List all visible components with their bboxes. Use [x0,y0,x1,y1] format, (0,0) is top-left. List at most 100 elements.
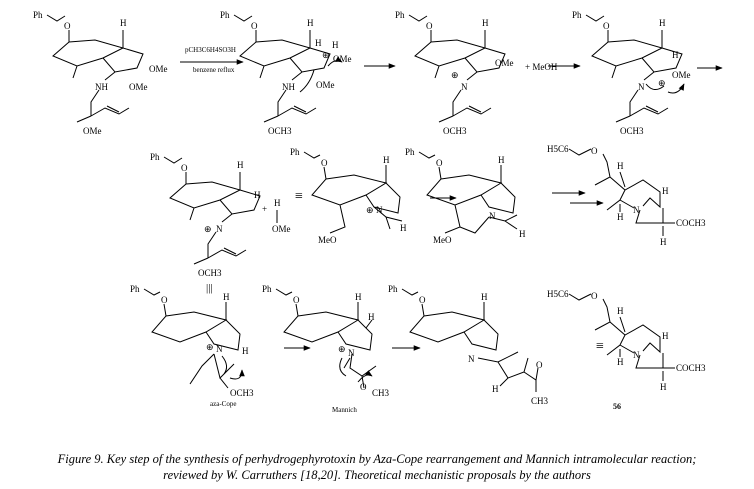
oxygen-label: O [360,382,367,392]
molecule-6-iminium-conformer: Ph O H MeO ⊕ N H [290,147,407,245]
molecule-skeleton [46,14,144,123]
methoxy-label: OMe [83,126,102,136]
methoxy-label: OMe [129,82,148,92]
hydrogen-label: H [274,198,281,208]
oxygen-label: O [591,146,598,156]
methoxy-label: OCH3 [230,388,254,398]
methanol-label: + MeOH [525,62,558,72]
equivalence-sign: ≡ [596,339,604,354]
acetyl-label: COCH3 [676,218,706,228]
caption-line-2: reviewed by W. Carruthers [18,20]. Theor… [163,468,591,482]
oxygen-label: O [591,291,598,301]
molecule-skeleton [401,288,539,392]
phenyl-label: Ph [33,10,43,20]
phenyl-label: Ph [405,147,415,157]
positive-charge: ⊕ [366,205,374,215]
molecule-skeleton [418,151,518,234]
oxygen-label: O [419,295,426,305]
molecule-1-amine-acetal: Ph O H NH OMe OMe OMe [33,10,168,136]
caption-line-1: Figure 9. Key step of the synthesis of p… [57,452,697,466]
electron-arrow [299,61,342,93]
nitrogen-label: N [216,224,223,234]
resonance-equivalence-sign: ||| [206,282,213,294]
phenyl-label: H5C6 [547,289,569,299]
hydrogen-label: H [662,186,669,196]
methoxy-label: OMe [333,54,352,64]
hydrogen-label: H [617,212,624,222]
hydrogen-label: H [315,38,322,48]
molecule-5-iminium-ion: Ph O H H ⊕ N + H OMe OCH3 [150,152,291,278]
molecule-skeleton [303,151,403,234]
aza-cope-step-label: aza-Cope [210,400,236,408]
phenyl-label: Ph [150,152,160,162]
methoxy-label: OCH3 [620,126,644,136]
methoxy-label: OCH3 [198,268,222,278]
nitrogen-label: N [633,350,640,360]
nitrogen-label: N [489,211,496,221]
molecule-10-mannich-substrate: Ph O H H ⊕ N O CH3 Mannich [262,284,390,414]
hydrogen-label: H [617,357,624,367]
methoxy-label: MeO [433,235,452,245]
molecule-9-aza-cope-substrate: Ph O H ⊕ N H OCH3 aza-Cope [130,284,254,408]
hydrogen-label: H [617,161,624,171]
oxygen-label: O [161,295,168,305]
acetyl-label: COCH3 [676,363,706,373]
methoxy-label: OMe [149,64,168,74]
hydrogen-label: H [482,18,489,28]
nitrogen-label: N [216,344,223,354]
phenyl-label: Ph [572,10,582,20]
hydrogen-label: H [519,229,526,239]
positive-charge: ⊕ [322,50,330,60]
hydrogen-label: H [400,223,407,233]
equivalence-sign: ≡ [295,189,303,204]
solvent-label: benzene reflux [193,66,235,74]
methoxy-label: OCH3 [443,126,467,136]
positive-charge: ⊕ [338,344,346,354]
phenyl-label: Ph [262,284,272,294]
molecule-skeleton [275,288,377,389]
acid-catalyst-label: pCH3C6H4SO3H [185,46,236,54]
methyl-label: CH3 [372,388,390,398]
hydrogen-label: H [662,331,669,341]
nitrogen-label: N [348,348,355,358]
oxygen-label: O [536,360,543,370]
oxygen-label: O [603,21,610,31]
hydrogen-label: H [368,312,375,322]
hydrogen-label: H [237,160,244,170]
methoxy-label: MeO [318,235,337,245]
molecule-56-product: H5C6 O H H N H COCH3 H 56 [547,289,706,411]
oxygen-label: O [64,21,71,31]
nitrogen-label: N [633,205,640,215]
hydrogen-label: H [660,382,667,392]
methoxy-label: OMe [316,80,335,90]
hydrogen-label: H [672,50,679,60]
methoxy-label: OCH3 [268,126,292,136]
figure-caption: Figure 9. Key step of the synthesis of p… [0,451,754,483]
oxygen-label: O [293,295,300,305]
hydrogen-label: H [498,155,505,165]
hydrogen-label: H [383,155,390,165]
hydrogen-label: H [332,40,339,50]
methyl-label: CH3 [531,396,549,406]
hydrogen-label: H [492,384,499,394]
electron-arrow [221,355,242,380]
hydrogen-label: H [481,292,488,302]
electron-arrow [339,357,372,382]
oxygen-label: O [426,21,433,31]
molecule-3-oxonium: Ph O H ⊕ N OMe OCH3 [395,10,514,136]
hydrogen-label: H [254,190,261,200]
phenyl-label: Ph [220,10,230,20]
electron-arrow [645,84,684,94]
positive-charge: ⊕ [658,78,666,88]
methoxy-label: OMe [495,58,514,68]
amine-label: NH [95,82,108,92]
hydrogen-label: H [659,18,666,28]
oxygen-label: O [181,163,188,173]
positive-charge: ⊕ [451,70,459,80]
nitrogen-label: N [461,82,468,92]
molecule-2-protonated-acetal: Ph O H H H ⊕ OMe NH OMe OCH3 [220,10,352,136]
methanol-label: OMe [272,224,291,234]
plus-sign: + [262,204,267,214]
molecule-8-perhydrogephyrotoxin-precursor: H5C6 O H H N H COCH3 H [547,144,706,247]
